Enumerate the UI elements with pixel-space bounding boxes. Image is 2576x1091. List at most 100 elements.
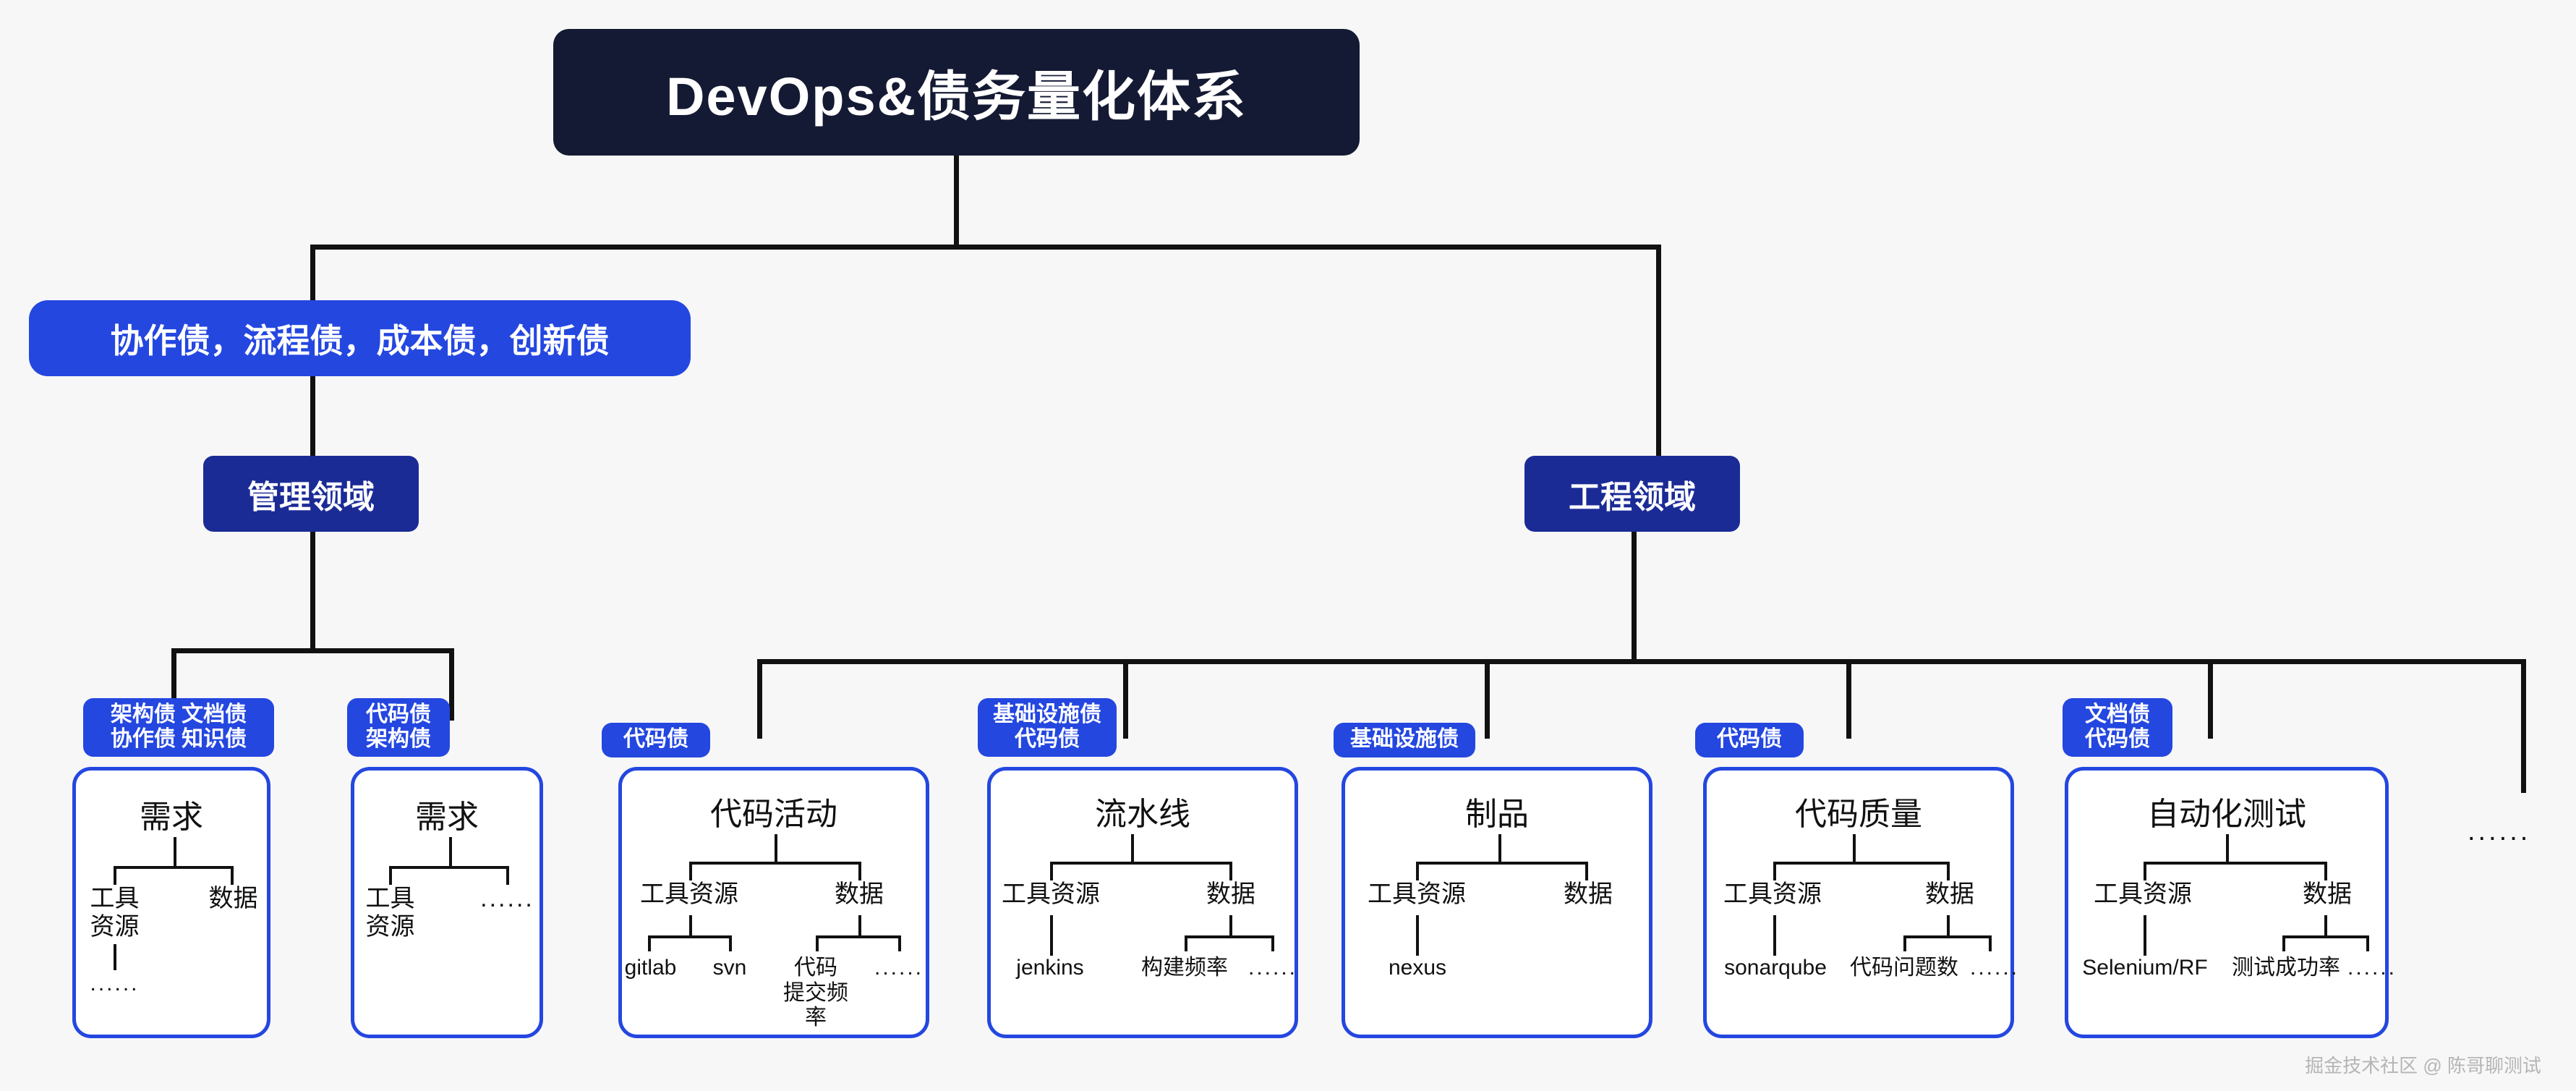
card-connector-data-bar <box>1903 935 1992 938</box>
card-connector-data-bar <box>816 935 901 938</box>
card-title-pipeline: 流水线 <box>1095 797 1190 832</box>
card-leaf-tools-0: ...... <box>90 972 140 996</box>
page-title: DevOps&债务量化体系 <box>665 67 1248 127</box>
card-tag-code-quality: 代码债 <box>1695 723 1804 757</box>
card-connector-stem <box>775 834 777 863</box>
domain-node-engineering[interactable]: 工程领域 <box>1524 456 1740 532</box>
card-leaf-data-1: ...... <box>2347 956 2397 980</box>
card-leaf-tools-0: sonarqube <box>1724 956 1827 980</box>
card-connector-left <box>1050 862 1053 880</box>
connector-management-child-2 <box>449 648 454 721</box>
card-branch-label-data: 数据 <box>1206 880 1255 908</box>
card-connector-data-bar <box>1185 935 1274 938</box>
card-title-requirement-mgmt: 需求 <box>140 799 203 835</box>
leaf-card-code-activity[interactable]: 代码债 代码活动 工具资源 数据 gitlab svn 代码 提交频率 ....… <box>602 723 929 1038</box>
card-connector-stem <box>1853 834 1856 863</box>
connector-engineering-child-6 <box>2521 659 2526 793</box>
card-tag-automation-test: 文档债 代码债 <box>2063 698 2172 757</box>
leaf-card-automation-test[interactable]: 文档债 代码债 自动化测试 工具资源 数据 Selenium/RF 测试成功率 … <box>2063 698 2394 1038</box>
card-connector-data-stem <box>2324 915 2327 937</box>
card-connector-bar <box>389 866 509 869</box>
connector-management-child-1 <box>171 648 176 721</box>
card-title-requirement-code: 需求 <box>415 799 479 835</box>
card-connector-right <box>858 862 861 880</box>
card-connector-bar <box>2144 862 2327 865</box>
card-connector-data-right <box>1989 935 1992 951</box>
card-branch-label-tools: 工具资源 <box>640 880 738 908</box>
card-connector-tools-stem <box>689 915 692 937</box>
card-connector-tools-left <box>648 935 651 951</box>
card-leaf-data-0: 代码 提交频率 <box>783 956 848 1030</box>
domain-label-engineering: 工程领域 <box>1569 479 1696 515</box>
card-branch-label-tools: 工具资源 <box>1723 880 1822 908</box>
more-items-ellipsis: ...... <box>2468 816 2531 846</box>
card-connector-data-stem <box>1229 915 1232 937</box>
leaf-card-requirement-mgmt[interactable]: 架构债 文档债 协作债 知识债 需求 工具资源 数据 ...... <box>72 698 274 1038</box>
card-connector-left <box>1416 862 1419 880</box>
card-connector-stem <box>2226 834 2229 863</box>
domain-node-management[interactable]: 管理领域 <box>203 456 419 532</box>
connector-title-to-spine <box>954 156 959 250</box>
card-branch-label-more: ...... <box>480 885 534 912</box>
card-leaf-data-1: ...... <box>1248 956 1297 980</box>
card-leaf-tools-0: Selenium/RF <box>2082 956 2208 980</box>
card-branch-label-data: 数据 <box>835 880 884 908</box>
card-connector-tools-stem <box>2144 915 2146 956</box>
card-connector-data-right <box>1271 935 1274 951</box>
card-connector-stem <box>1131 834 1134 863</box>
card-connector-tools-stem <box>1050 915 1053 956</box>
card-connector-bar <box>1773 862 1950 865</box>
card-connector-left <box>389 866 392 885</box>
domain-label-management: 管理领域 <box>247 479 375 515</box>
card-connector-data-right <box>898 935 901 951</box>
card-connector-left <box>1773 862 1776 880</box>
card-connector-left <box>2144 862 2146 880</box>
leaf-card-pipeline[interactable]: 基础设施债 代码债 流水线 工具资源 数据 jenkins 构建频率 .....… <box>978 698 1298 1038</box>
card-branch-label-tools: 工具资源 <box>90 885 140 941</box>
connector-engineering-fan <box>757 659 2526 664</box>
connector-spine-to-management <box>310 245 315 509</box>
card-title-automation-test: 自动化测试 <box>2147 797 2306 832</box>
card-leaf-data-0: 测试成功率 <box>2232 956 2340 980</box>
connector-spine-to-engineering <box>1656 245 1661 459</box>
connector-level1-spine <box>310 245 1661 250</box>
watermark-credit: 掘金技术社区 @ 陈哥聊测试 <box>2305 1055 2541 1077</box>
card-connector-right <box>1585 862 1588 880</box>
leaf-card-code-quality[interactable]: 代码债 代码质量 工具资源 数据 sonarqube 代码问题数 ...... <box>1695 723 2017 1038</box>
card-connector-bar <box>114 866 234 869</box>
connector-engineering-child-2 <box>1123 659 1128 739</box>
connector-management-fan <box>171 648 454 653</box>
card-connector-right <box>231 866 234 885</box>
card-connector-data-stem <box>1947 915 1950 937</box>
card-connector-stem <box>174 837 176 867</box>
card-branch-label-tools: 工具资源 <box>1368 880 1466 908</box>
card-connector-right <box>1229 862 1232 880</box>
card-connector-tools-right <box>729 935 732 951</box>
card-branch-label-tools: 工具资源 <box>365 885 415 941</box>
root-title-node: DevOps&债务量化体系 <box>553 29 1360 156</box>
card-connector-tools-bar <box>648 935 732 938</box>
card-leaf-data-0: 代码问题数 <box>1850 956 1958 980</box>
leaf-card-requirement-code[interactable]: 代码债 架构债 需求 工具资源 ...... <box>347 698 543 1038</box>
card-tag-pipeline: 基础设施债 代码债 <box>978 698 1117 757</box>
card-leaf-data-1: ...... <box>1969 956 2019 980</box>
card-tag-requirement-mgmt: 架构债 文档债 协作债 知识债 <box>83 698 274 757</box>
card-connector-bar <box>689 862 861 865</box>
card-connector-tools-stem <box>1416 915 1419 956</box>
card-connector-right <box>1947 862 1950 880</box>
connector-engineering-child-4 <box>1846 659 1851 739</box>
card-connector-data-stem <box>858 915 861 937</box>
debt-types-banner: 协作债，流程债，成本债，创新债 <box>29 300 691 376</box>
card-connector-right <box>506 866 509 885</box>
card-branch-label-tools: 工具资源 <box>1002 880 1100 908</box>
card-connector-left <box>114 866 116 885</box>
card-branch-label-data: 数据 <box>1564 880 1613 908</box>
connector-engineering-drop <box>1632 532 1637 662</box>
card-title-code-quality: 代码质量 <box>1795 797 1922 832</box>
leaf-card-artifact[interactable]: 基础设施债 制品 工具资源 数据 nexus <box>1334 723 1652 1038</box>
card-connector-data-left <box>2282 935 2285 951</box>
card-connector-data-right <box>2366 935 2369 951</box>
connector-management-drop <box>310 532 315 651</box>
card-branch-label-data: 数据 <box>2303 880 2352 908</box>
